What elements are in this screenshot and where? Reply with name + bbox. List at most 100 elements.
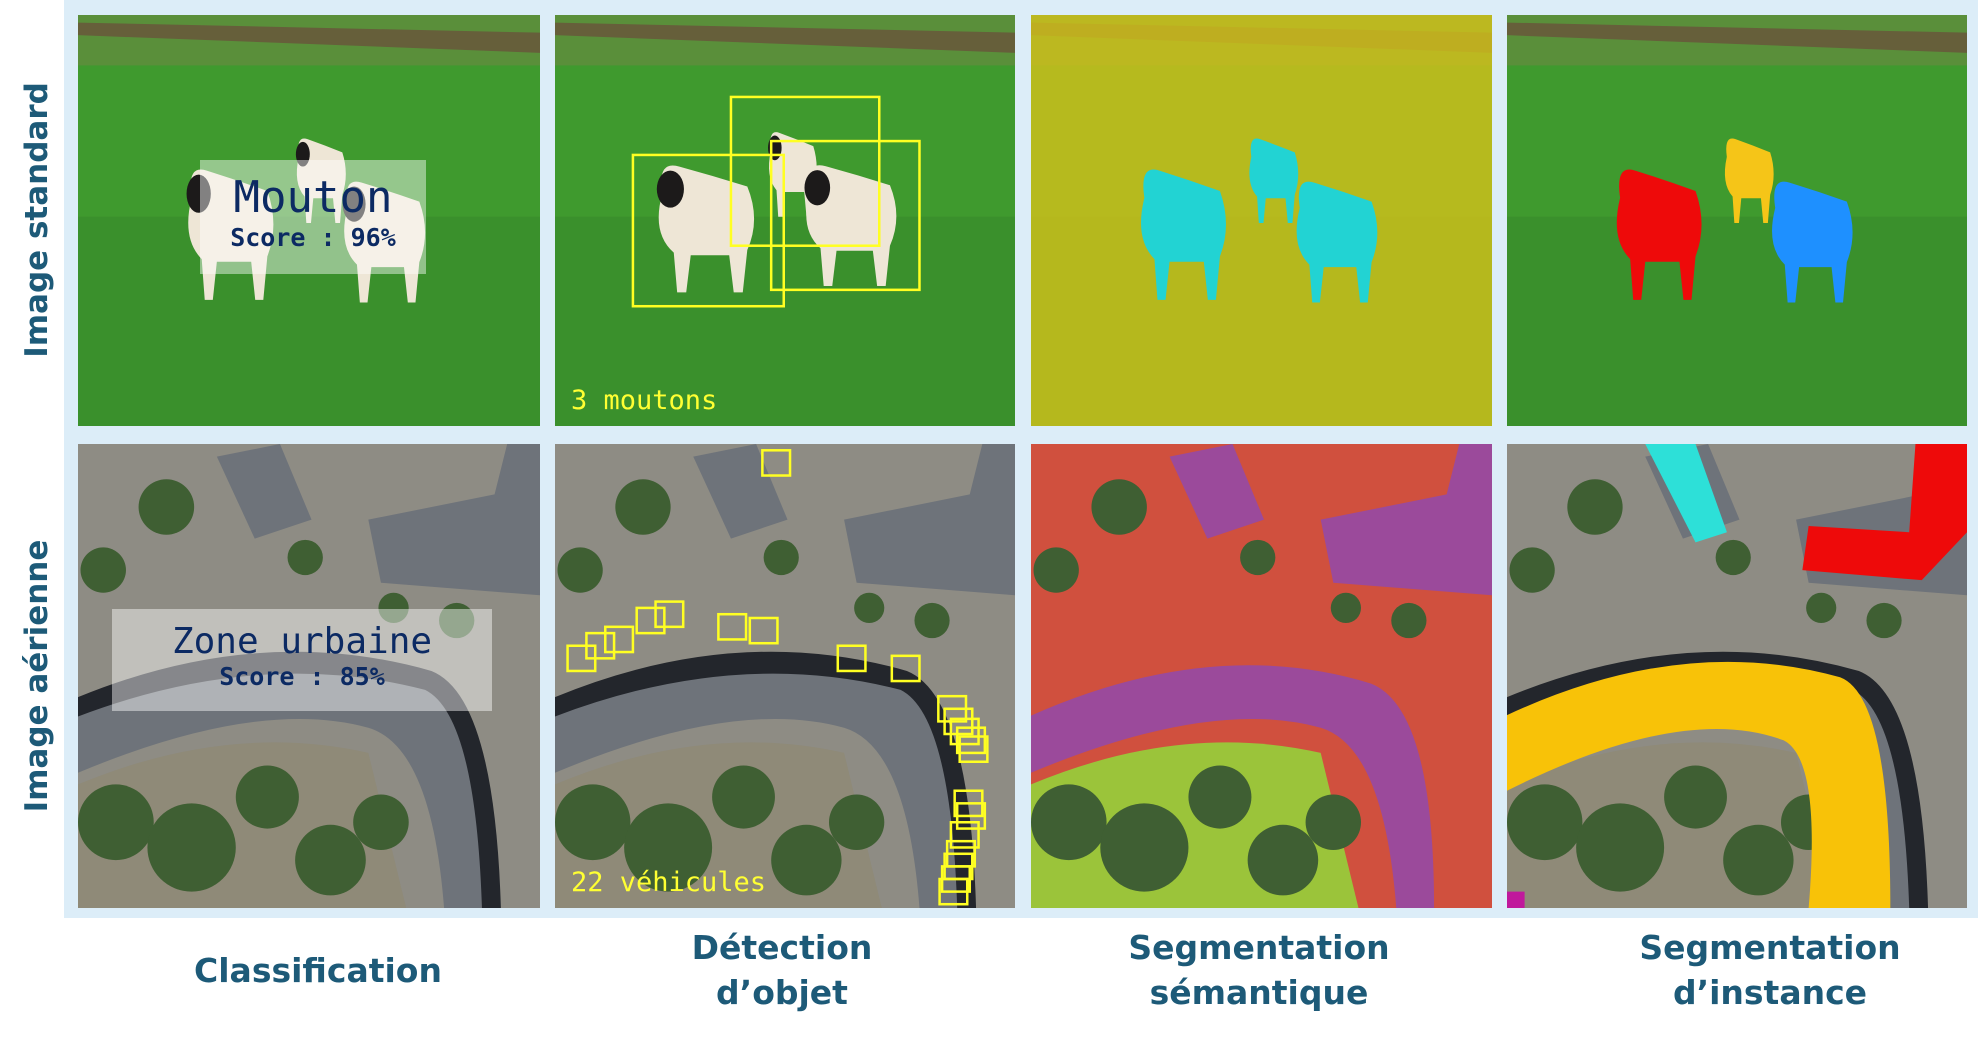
standard-classification-panel: Mouton Score : 96% — [78, 15, 540, 426]
column-label-detection: Détection d’objet — [632, 925, 932, 1015]
building-top-left — [216, 444, 312, 539]
aerial-semantic-panel — [1031, 444, 1492, 908]
column-label-semantic: Segmentation sémantique — [1109, 925, 1409, 1015]
aerial-image — [555, 444, 1015, 908]
building-curved — [555, 665, 958, 908]
sheep-field-instance-image — [1507, 15, 1967, 426]
detection-count: 22 véhicules — [571, 867, 767, 898]
tree — [763, 539, 799, 576]
sheep-field-semantic-image — [1031, 15, 1492, 426]
vehicle-bounding-box — [949, 821, 980, 849]
class-score: Score : 96% — [230, 223, 396, 252]
classification-label-box: Zone urbaine Score : 85% — [112, 609, 492, 711]
tree — [1240, 539, 1276, 576]
column-label-instance: Segmentation d’instance — [1620, 925, 1920, 1015]
row-label-standard: Image standard — [19, 82, 55, 358]
tree — [1576, 803, 1665, 892]
tree — [439, 602, 475, 639]
tree — [854, 592, 885, 624]
instance-building-3 — [1507, 661, 1891, 908]
tree — [828, 794, 885, 850]
column-label-line: d’instance — [1672, 973, 1868, 1012]
tree — [771, 824, 842, 896]
sheep — [1724, 138, 1774, 224]
aerial-classification-panel: Zone urbaine Score : 85% — [78, 444, 540, 908]
hedge — [1507, 22, 1967, 53]
tree — [712, 765, 775, 829]
tree — [557, 547, 603, 593]
tree — [1033, 547, 1079, 593]
sheep-head — [342, 186, 366, 222]
tree — [147, 803, 236, 892]
aerial-instance-image — [1507, 444, 1967, 908]
aerial-semantic-image — [1031, 444, 1492, 908]
grass-shade — [1507, 216, 1967, 426]
column-label-classification: Classification — [168, 948, 468, 993]
vehicle-bounding-box — [890, 654, 921, 683]
bounding-box — [769, 139, 921, 292]
sheep — [1141, 169, 1226, 300]
vehicle-bounding-box — [604, 625, 635, 654]
tree — [615, 479, 671, 535]
tree — [78, 784, 154, 861]
grass-shade — [78, 216, 540, 426]
standard-semantic-panel — [1031, 15, 1492, 426]
column-label-line: sémantique — [1149, 973, 1369, 1012]
building-curved — [78, 665, 482, 908]
vehicle-bounding-box — [748, 616, 779, 645]
class-label: Mouton — [233, 172, 393, 223]
tree — [235, 765, 299, 829]
building-top-left — [693, 444, 788, 539]
building-top-right — [844, 444, 1015, 596]
tree — [1806, 592, 1837, 624]
detection-count: 3 moutons — [571, 385, 718, 416]
sheep — [1772, 181, 1853, 303]
sheep-head — [186, 174, 211, 213]
vehicle-bounding-box — [938, 877, 969, 906]
vehicle-bounding-box — [949, 717, 980, 746]
tree — [287, 539, 323, 576]
sheep — [1249, 138, 1299, 224]
instance-building-2 — [1802, 444, 1967, 581]
classification-label-box: Mouton Score : 96% — [200, 160, 426, 274]
tree — [624, 803, 713, 892]
sheep — [1296, 181, 1378, 303]
sheep-head — [295, 141, 310, 167]
building-top-right — [368, 444, 540, 596]
tree — [1305, 794, 1362, 850]
tree — [1391, 602, 1427, 639]
tree — [555, 784, 631, 861]
tree — [1091, 479, 1147, 535]
column-label-line: Classification — [194, 951, 442, 990]
hedge — [78, 22, 540, 53]
tree — [1100, 803, 1189, 892]
vehicle-bounding-box — [761, 449, 792, 477]
tree — [914, 602, 950, 639]
vehicle-bounding-box — [717, 612, 748, 641]
tree — [1507, 784, 1583, 861]
vehicle-bounding-box — [955, 802, 987, 830]
column-label-line: Segmentation — [1639, 928, 1901, 967]
column-label-line: d’objet — [716, 973, 848, 1012]
vehicle-bounding-box — [585, 631, 616, 660]
vehicle-bounding-box — [654, 600, 685, 629]
tree — [1866, 602, 1902, 639]
sheep-field-image — [555, 15, 1015, 426]
class-score: Score : 85% — [219, 662, 385, 691]
sheep-field-image — [78, 15, 540, 426]
tree — [1330, 592, 1362, 624]
standard-detection-panel: 3 moutons — [555, 15, 1015, 426]
sheep-head — [804, 170, 831, 206]
aerial-image — [78, 444, 540, 908]
class-label: Zone urbaine — [171, 621, 433, 662]
tree — [1664, 765, 1727, 829]
instance-building-1 — [1645, 444, 1727, 543]
tree — [1715, 539, 1751, 576]
tree — [295, 824, 366, 896]
tree — [1188, 765, 1252, 829]
aerial-instance-panel — [1507, 444, 1967, 908]
tree — [353, 794, 409, 850]
aerial-detection-panel: 22 véhicules — [555, 444, 1015, 908]
tree — [1031, 784, 1107, 861]
tree — [1723, 824, 1794, 896]
